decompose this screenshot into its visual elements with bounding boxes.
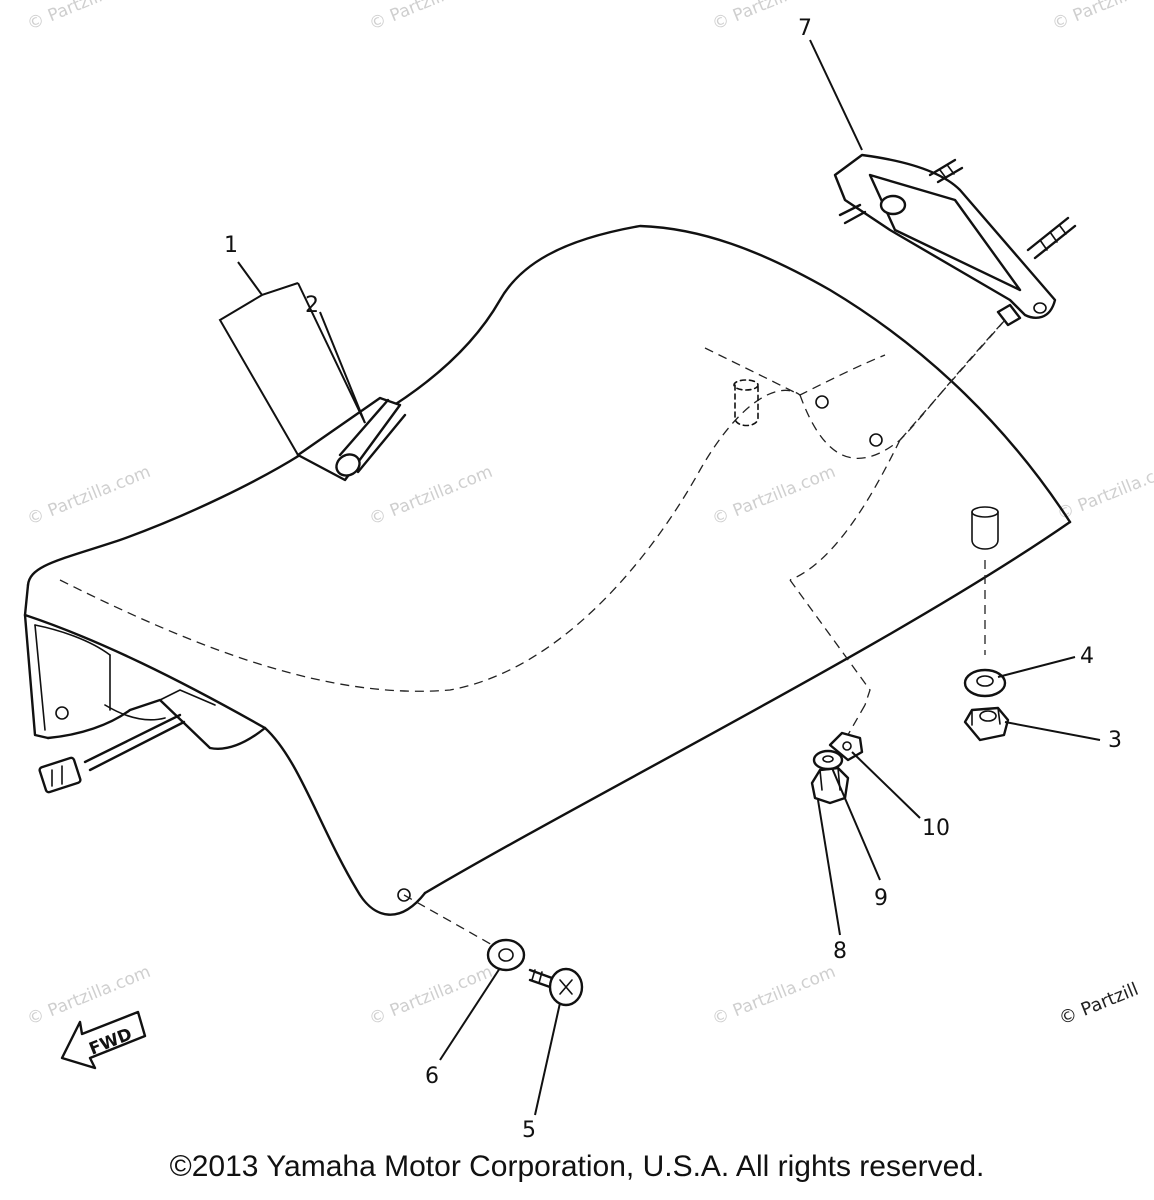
watermark: © Partzilla.com bbox=[366, 462, 495, 530]
watermark-group: © Partzilla.com © Partzilla.com © Partzi… bbox=[24, 0, 1154, 1030]
watermark: © Partzilla.com bbox=[1049, 0, 1154, 35]
watermark-edge: © Partzill bbox=[1056, 979, 1141, 1030]
watermark: © Partzilla.com bbox=[709, 0, 838, 35]
watermark: © Partzilla.com bbox=[709, 462, 838, 530]
copyright-notice: ©2013 Yamaha Motor Corporation, U.S.A. A… bbox=[169, 1150, 985, 1183]
watermark: © Partzilla.com bbox=[709, 962, 838, 1030]
bracket-part bbox=[833, 153, 1077, 327]
fwd-arrow-icon: FWD bbox=[60, 1010, 147, 1070]
washer-part-6 bbox=[486, 938, 526, 972]
bolt-part-5 bbox=[528, 967, 584, 1007]
hook-part bbox=[296, 396, 407, 482]
callout-4: 4 bbox=[1080, 644, 1094, 669]
washer-part-4 bbox=[963, 668, 1007, 698]
watermark: © Partzilla.com bbox=[366, 962, 495, 1030]
callout-8: 8 bbox=[833, 939, 847, 964]
watermark: © Partzilla.com bbox=[366, 0, 495, 35]
callout-10: 10 bbox=[922, 816, 950, 841]
seat-part bbox=[23, 224, 1072, 916]
callout-7: 7 bbox=[798, 16, 812, 41]
watermark: © Partzilla.com bbox=[24, 462, 153, 530]
watermark: © Partzilla.com bbox=[1054, 457, 1154, 525]
callout-3: 3 bbox=[1108, 728, 1122, 753]
callout-6: 6 bbox=[425, 1064, 439, 1089]
lockwasher-part-9 bbox=[812, 749, 844, 771]
callout-2: 2 bbox=[305, 293, 319, 318]
callout-1: 1 bbox=[224, 233, 238, 258]
nut-part-8 bbox=[810, 766, 850, 805]
callout-9: 9 bbox=[874, 886, 888, 911]
watermark: © Partzilla.com bbox=[24, 0, 153, 35]
nut-part-3 bbox=[963, 706, 1010, 742]
callout-5: 5 bbox=[522, 1118, 536, 1143]
leader-lines bbox=[218, 39, 1101, 1116]
